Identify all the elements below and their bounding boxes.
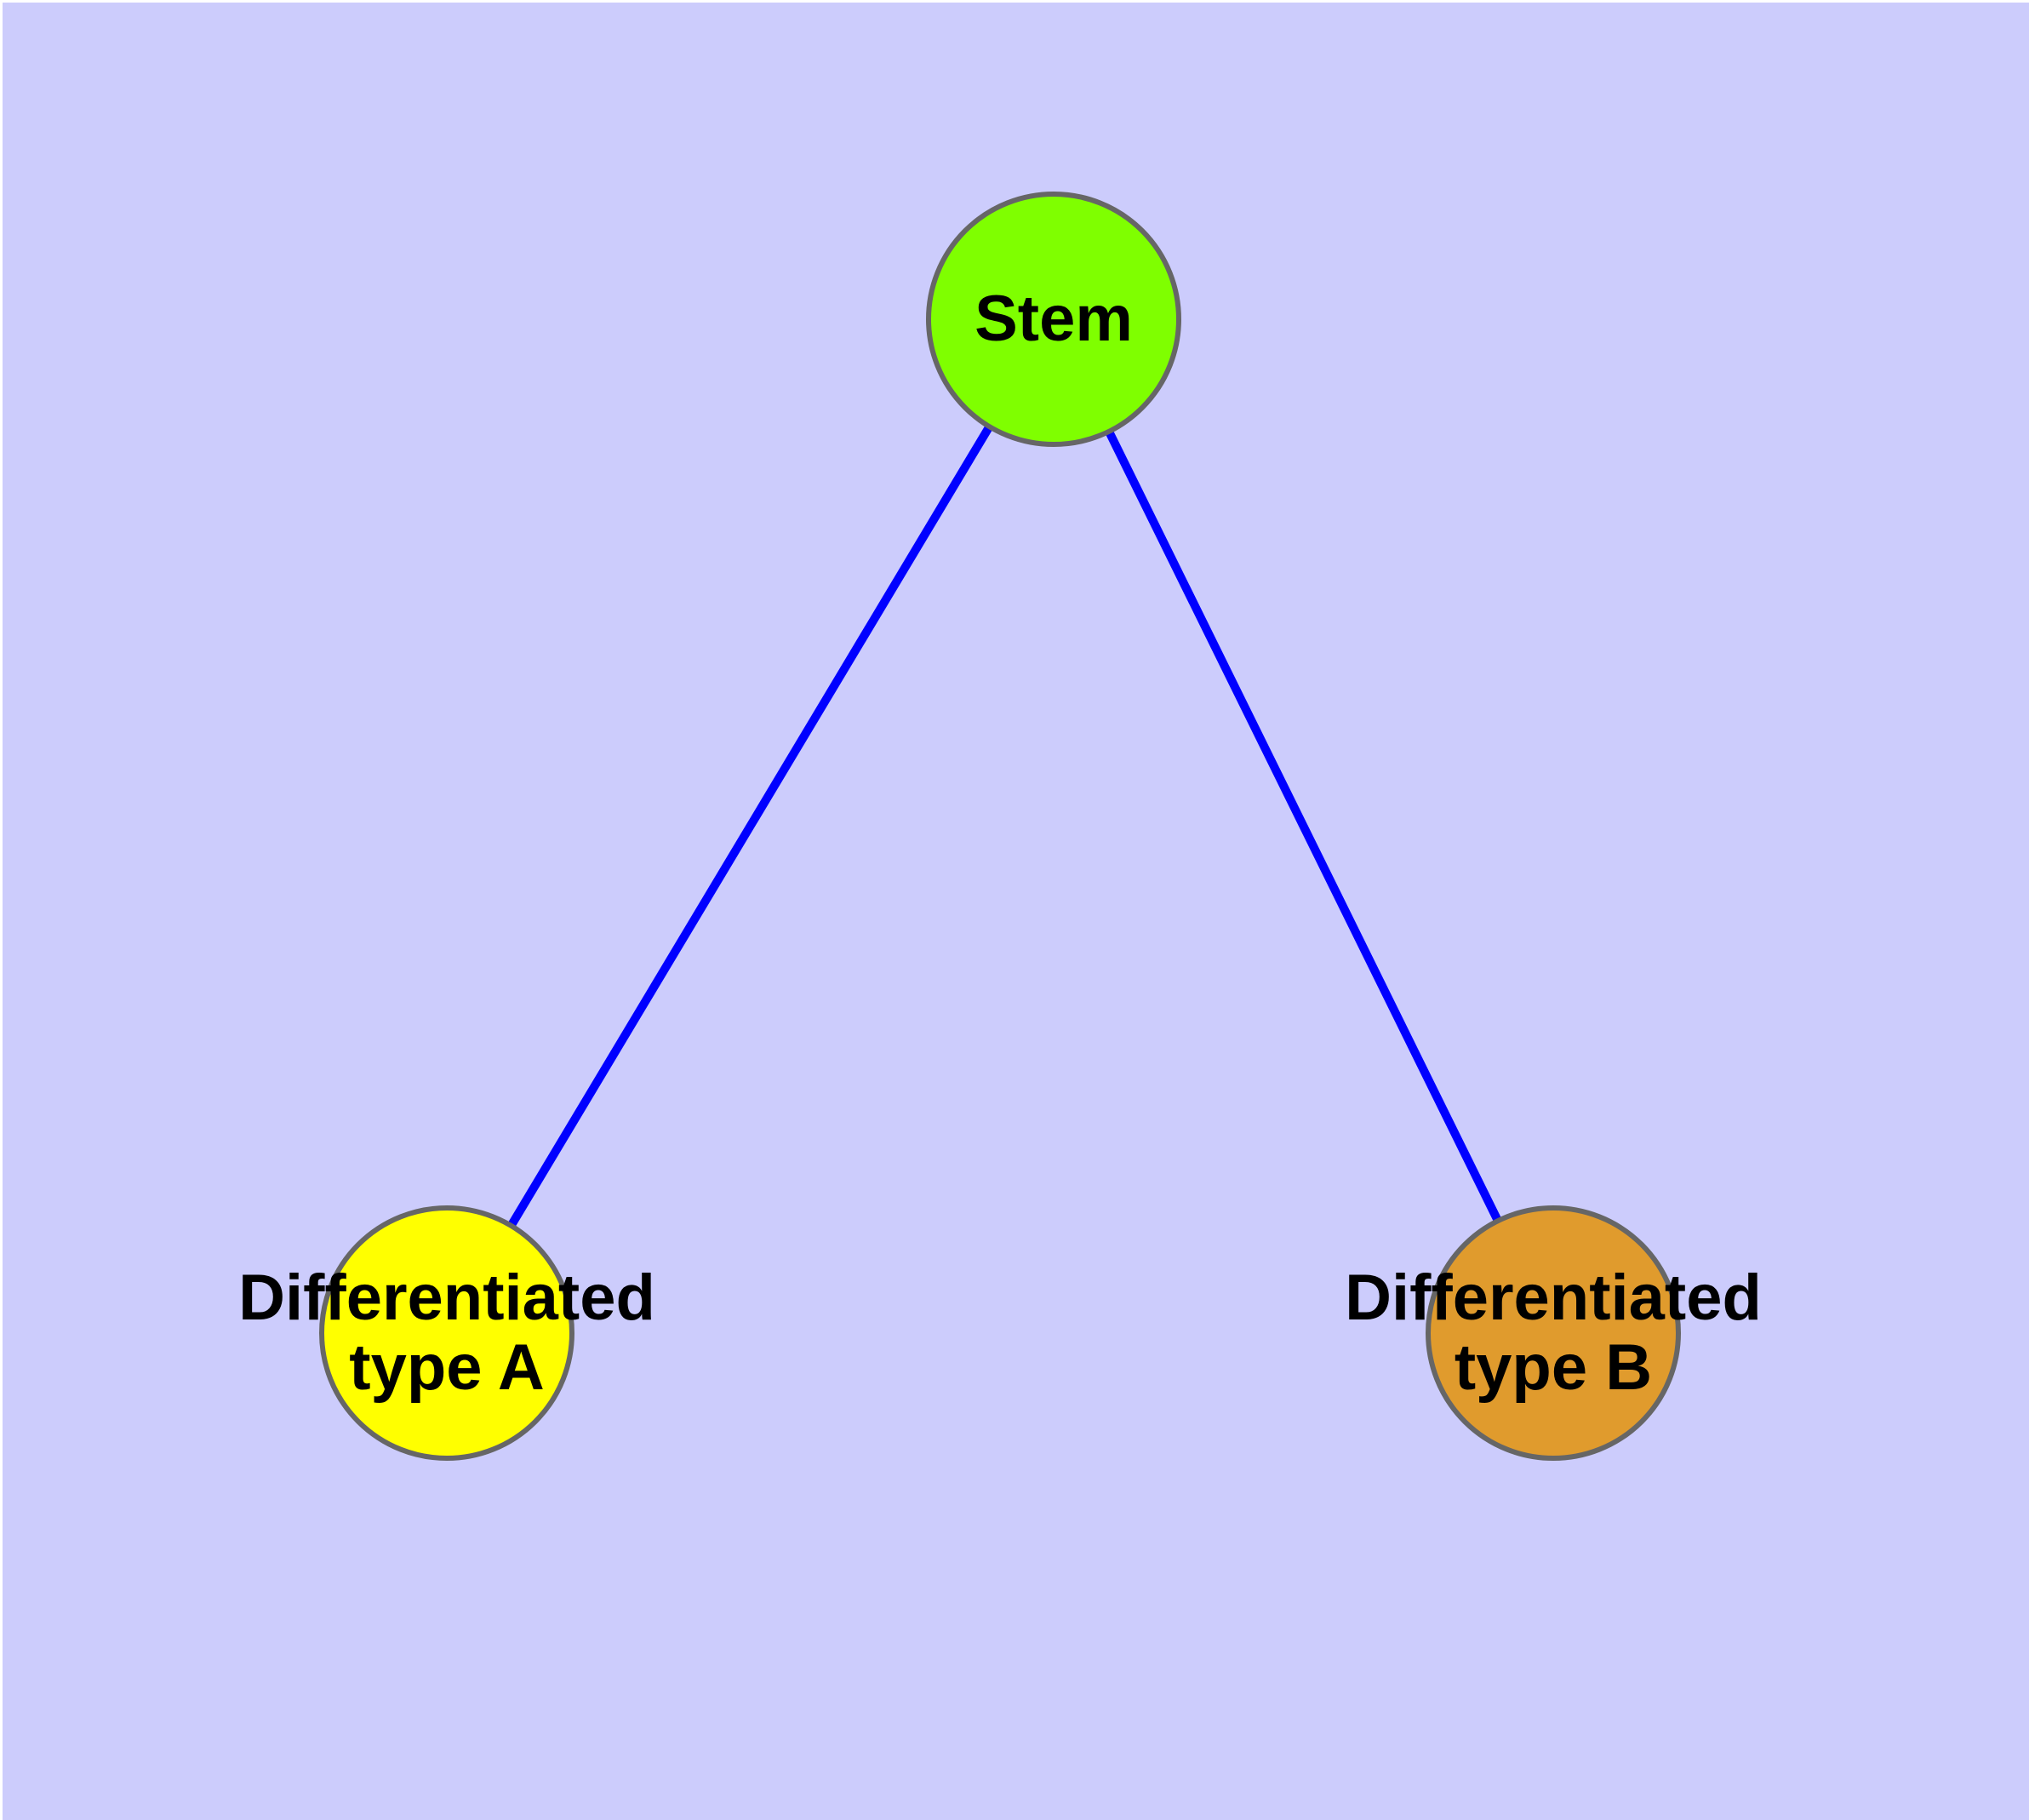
node-layer — [319, 192, 1681, 1461]
node-stem[interactable] — [926, 192, 1181, 447]
node-differentiated-type-b[interactable] — [1426, 1205, 1681, 1461]
edge-stem-to-differentiated-type-a[interactable] — [504, 418, 997, 1234]
graph-svg — [319, 192, 1681, 1461]
edge-stem-to-differentiated-type-b[interactable] — [1102, 423, 1505, 1229]
edge-layer — [504, 418, 1505, 1234]
node-differentiated-type-a[interactable] — [319, 1205, 574, 1461]
